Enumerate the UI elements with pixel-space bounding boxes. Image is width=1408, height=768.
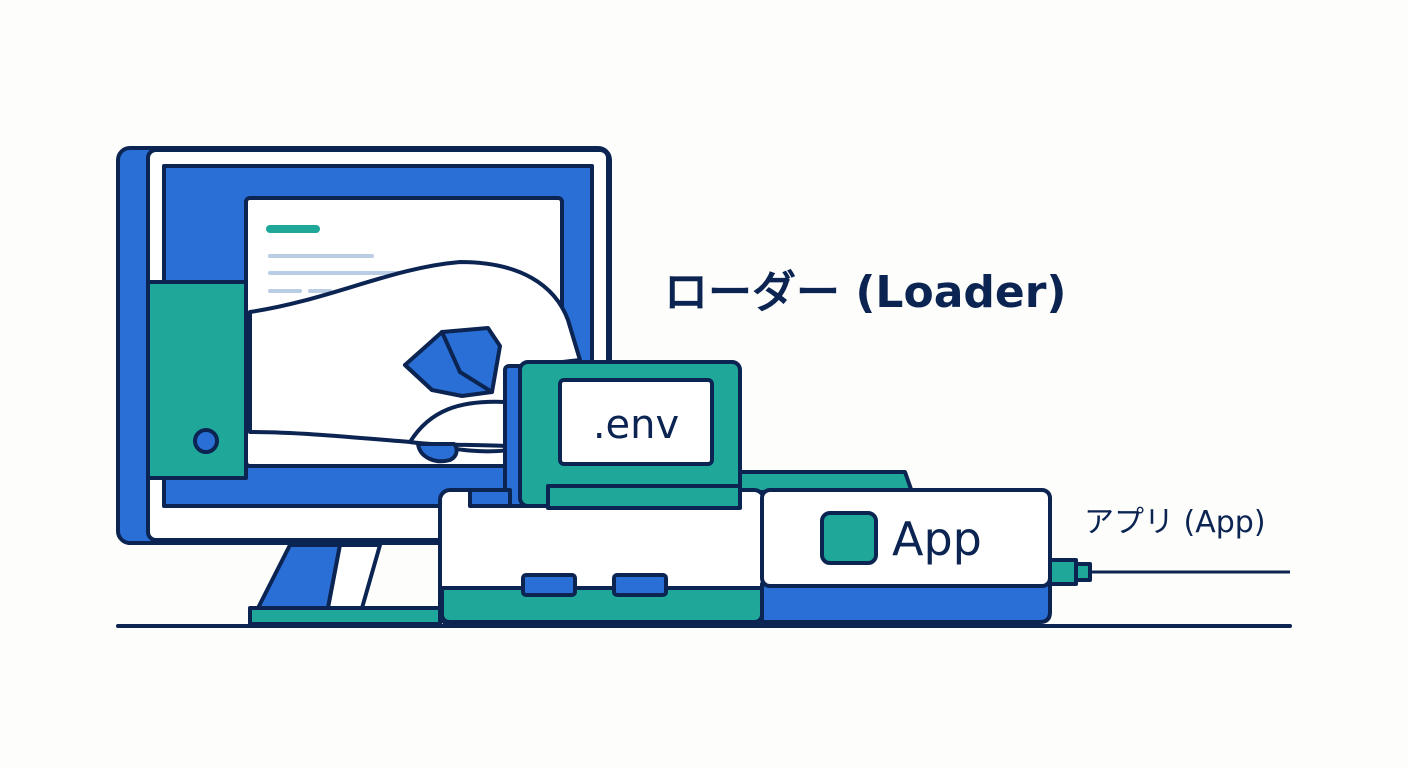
- app-side-label: アプリ (App): [1084, 505, 1266, 540]
- loader-label: ローダー (Loader): [664, 267, 1067, 318]
- cable-icon: [1048, 558, 1290, 586]
- app-box-label: App: [892, 512, 982, 566]
- app-module: [760, 488, 1052, 624]
- side-panel: [146, 280, 248, 480]
- cartridge-icon: [468, 360, 742, 510]
- env-label: .env: [593, 402, 679, 448]
